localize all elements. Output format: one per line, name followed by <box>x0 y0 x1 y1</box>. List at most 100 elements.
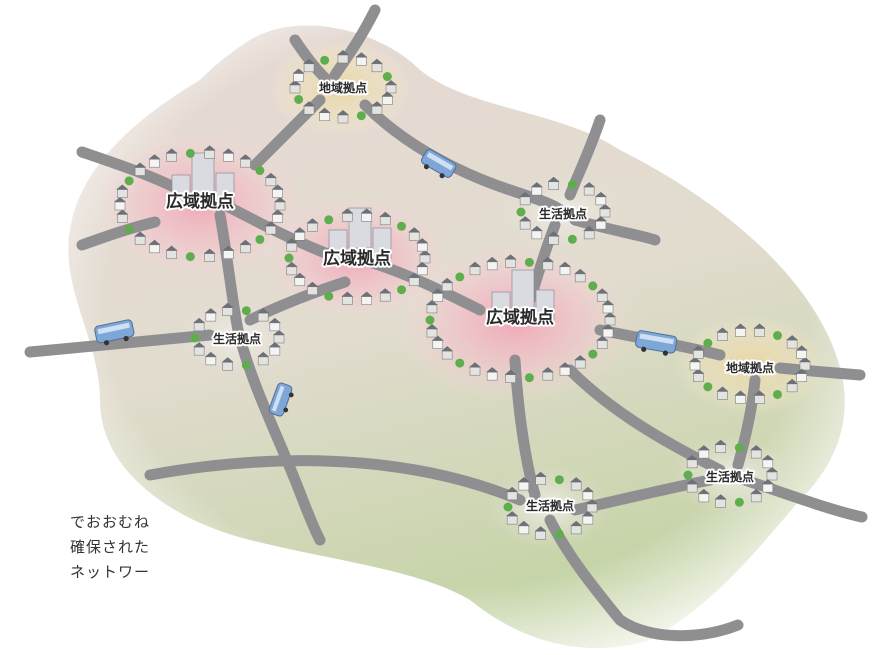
house-icon <box>379 211 392 226</box>
house-icon <box>271 184 284 198</box>
house-icon <box>570 520 583 535</box>
house-icon <box>204 351 217 366</box>
house-icon <box>134 162 147 176</box>
house-icon <box>419 250 431 264</box>
house-icon <box>517 477 530 491</box>
house-icon <box>431 335 444 349</box>
house-icon <box>148 239 161 254</box>
tree-icon <box>241 360 251 370</box>
house-icon <box>692 345 705 359</box>
house-icon <box>341 291 354 305</box>
tree-icon <box>524 373 534 383</box>
house-icon <box>385 80 397 94</box>
house-icon <box>602 299 615 314</box>
house-icon <box>416 261 429 276</box>
house-icon <box>697 488 710 503</box>
house-icon <box>381 91 394 105</box>
house-icon <box>441 346 454 360</box>
tree-icon <box>255 166 265 176</box>
house-icon <box>786 335 799 349</box>
tree-icon <box>241 306 251 316</box>
house-icon <box>293 272 306 287</box>
house-icon <box>355 52 368 66</box>
house-icon <box>203 145 216 159</box>
house-icon <box>692 368 705 382</box>
house-icon <box>293 227 306 241</box>
house-icon <box>547 176 560 191</box>
tree-icon <box>124 176 134 186</box>
house-icon <box>534 471 547 486</box>
tower-building <box>215 172 235 204</box>
house-icon <box>318 107 331 122</box>
house-icon <box>337 110 349 124</box>
house-icon <box>761 479 774 493</box>
house-icon <box>519 216 532 230</box>
tree-icon <box>356 111 366 121</box>
house-icon <box>425 299 438 314</box>
tower-building <box>491 291 511 323</box>
house-icon <box>289 80 301 94</box>
house-icon <box>586 499 598 513</box>
house-icon <box>441 277 454 292</box>
tree-icon <box>703 382 713 392</box>
house-icon <box>116 184 129 198</box>
house-icon <box>337 50 349 64</box>
house-icon <box>534 526 547 540</box>
tree-icon <box>185 148 195 158</box>
tree-icon <box>516 207 526 217</box>
tree-icon <box>773 331 782 341</box>
tree-icon <box>425 315 435 325</box>
tree-icon <box>588 349 598 359</box>
tree-icon <box>324 291 334 301</box>
tree-icon <box>567 234 577 244</box>
house-icon <box>594 216 607 230</box>
tree-icon <box>284 253 294 263</box>
house-icon <box>574 268 587 283</box>
tree-icon <box>255 234 265 244</box>
house-icon <box>285 261 298 276</box>
house-icon <box>239 154 252 168</box>
tree-icon <box>382 72 392 82</box>
house-icon <box>360 291 373 305</box>
house-icon <box>134 231 147 245</box>
house-icon <box>469 261 481 276</box>
house-icon <box>519 191 532 206</box>
house-icon <box>547 231 560 245</box>
house-icon <box>306 281 319 296</box>
hub-label-kouiki-main: 広域拠点 <box>486 307 554 328</box>
house-icon <box>165 148 178 162</box>
house-icon <box>268 317 281 332</box>
house-icon <box>559 261 571 276</box>
house-icon <box>734 323 747 337</box>
house-icon <box>795 368 808 382</box>
house-icon <box>222 148 235 162</box>
hub-label-seikatsu-bottom: 生活拠点 <box>526 498 574 513</box>
house-icon <box>753 323 766 337</box>
house-icon <box>274 197 286 211</box>
side-caption: でおおむね 確保された ネットワー <box>0 510 150 585</box>
house-icon <box>506 511 519 525</box>
tree-icon <box>124 224 134 234</box>
tower-building <box>191 152 215 194</box>
house-icon <box>285 238 298 252</box>
tree-icon <box>703 338 713 348</box>
house-icon <box>486 367 499 381</box>
tree-icon <box>397 285 407 295</box>
house-icon <box>221 357 234 371</box>
house-icon <box>221 302 234 317</box>
house-icon <box>431 288 444 302</box>
house-icon <box>581 511 594 525</box>
house-icon <box>239 239 252 254</box>
house-icon <box>360 208 373 222</box>
bus-right <box>635 330 678 356</box>
hub-label-kouiki-mid: 広域拠点 <box>323 248 391 269</box>
house-icon <box>203 248 216 262</box>
house-icon <box>425 324 438 338</box>
house-icon <box>541 256 554 271</box>
hub-label-chiiki-right: 地域拠点 <box>726 360 774 375</box>
house-icon <box>786 378 799 393</box>
house-icon <box>306 218 319 232</box>
house-icon <box>574 355 587 369</box>
house-icon <box>469 362 481 376</box>
